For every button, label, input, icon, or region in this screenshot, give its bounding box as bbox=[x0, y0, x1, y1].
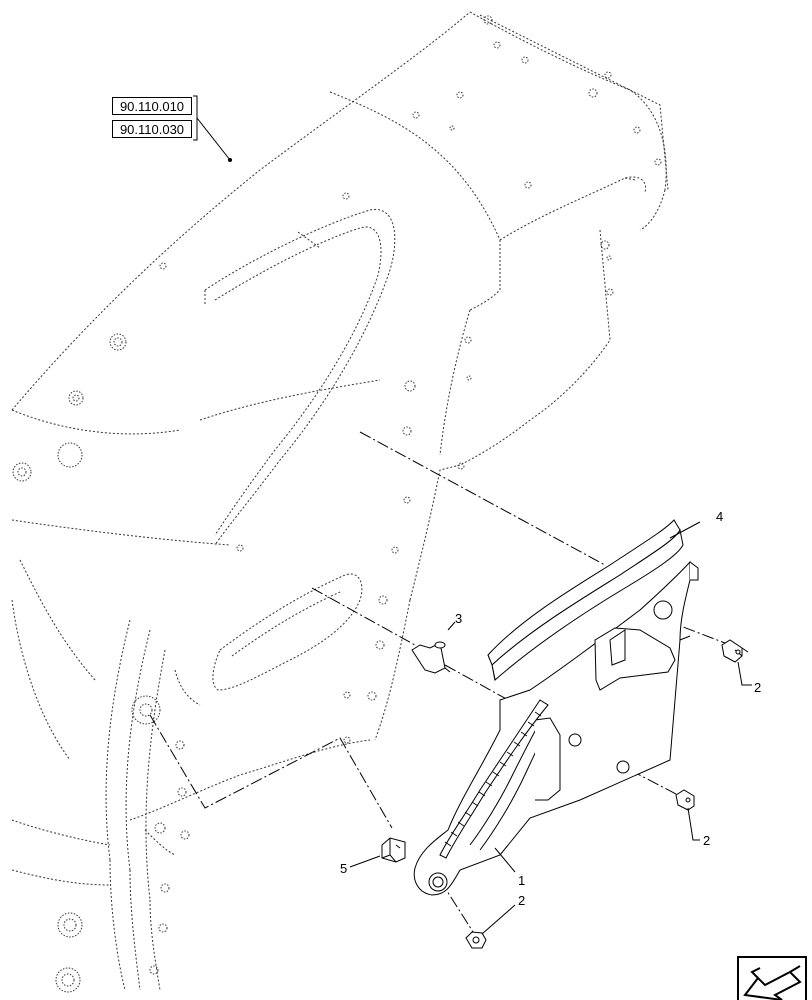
callout-part-3: 3 bbox=[455, 611, 463, 626]
fender-outline bbox=[11, 11, 669, 991]
callout-part-2-lower: 2 bbox=[518, 893, 526, 908]
navigation-arrow-icon bbox=[737, 956, 807, 1000]
callout-part-1: 1 bbox=[518, 873, 526, 888]
reference-box-1[interactable]: 90.110.010 bbox=[112, 97, 192, 115]
part-1-edge-strip bbox=[439, 699, 549, 859]
part-2-bolt-middle bbox=[675, 789, 695, 811]
part-4-seal bbox=[487, 519, 684, 681]
part-2-bolt-upper bbox=[721, 639, 749, 663]
reference-box-2[interactable]: 90.110.030 bbox=[112, 120, 192, 138]
fender-holes bbox=[12, 15, 662, 993]
part-3-stud bbox=[411, 641, 451, 674]
part-5-clip bbox=[381, 837, 406, 863]
callout-leaders bbox=[349, 521, 752, 935]
callout-part-4: 4 bbox=[716, 509, 724, 524]
callout-part-2-upper: 2 bbox=[754, 680, 762, 695]
callout-part-5: 5 bbox=[340, 861, 348, 876]
part-2-nut-lower bbox=[465, 931, 487, 949]
callout-part-2-middle: 2 bbox=[703, 833, 711, 848]
part-1-panel bbox=[413, 560, 699, 896]
reference-leader bbox=[193, 95, 232, 162]
